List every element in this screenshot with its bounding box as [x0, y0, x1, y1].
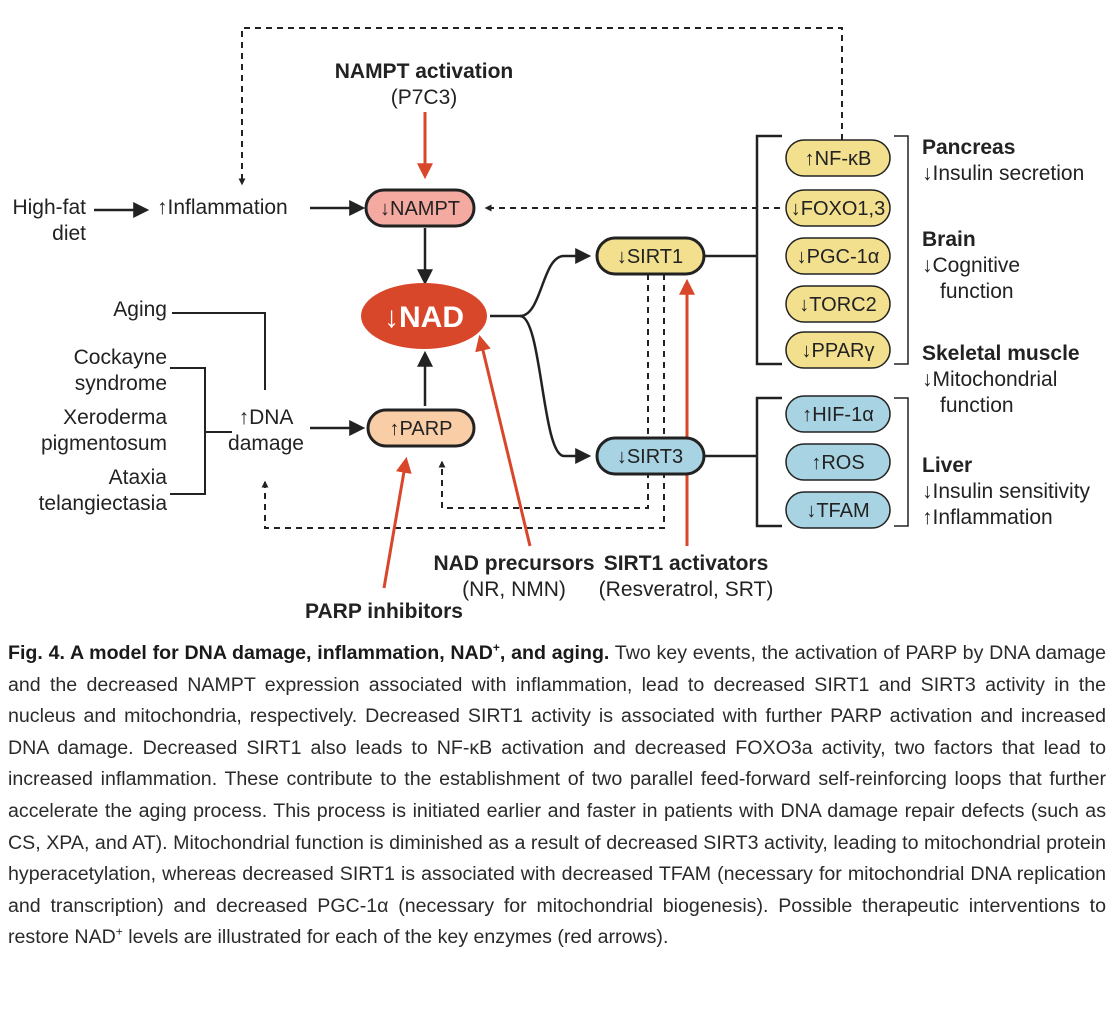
pancreas-brain-bracket [894, 135, 909, 365]
tissue-title: Skeletal muscle [922, 342, 1080, 365]
tissue-muscle: Skeletal muscle ↓Mitochondrial function [922, 342, 1080, 417]
sirt3-target-tfam: ↓TFAM [785, 491, 891, 529]
sirt3-target-hif1a: ↑HIF-1α [785, 395, 891, 433]
intervention-arrows [382, 112, 695, 589]
nad-to-sirt1-arrow [490, 248, 592, 318]
diagram: High-fat diet ↑Inflammation Aging Cockay… [12, 27, 1091, 623]
caption-title-text: Fig. 4. A model for DNA damage, inflamma… [8, 642, 493, 664]
nad-precursors-label: NAD precursors (NR, NMN) [433, 552, 594, 601]
sirt1-target-pgc1a: ↓PGC-1α [785, 237, 891, 275]
sirt1-to-parp-dashed [438, 274, 649, 509]
nfkb-to-inflammation-dashed [238, 27, 843, 186]
high-fat-diet-line-1: High-fat [12, 196, 86, 219]
tissue-effect: ↓Insulin secretion [922, 162, 1084, 185]
nad-precursors-detail: (NR, NMN) [462, 578, 566, 601]
tissue-brain: Brain ↓Cognitive function [922, 228, 1020, 303]
caption-title-end: , and aging. [499, 642, 610, 664]
nad-to-sirt3-arrow [519, 314, 592, 464]
sirt3-target-label: ↑HIF-1α [802, 404, 874, 426]
dna-damage-line-2: damage [228, 432, 304, 455]
connectors [94, 27, 909, 529]
sirt1-target-label: ↓TORC2 [799, 294, 876, 316]
nad-label: ↓NAD [384, 301, 464, 334]
conditions-bracket [170, 367, 232, 495]
tissue-pancreas: Pancreas ↓Insulin secretion [922, 136, 1084, 185]
nampt-node: ↓NAMPT [364, 188, 476, 228]
caption-title: Fig. 4. A model for DNA damage, inflamma… [8, 640, 610, 664]
aging-label: Aging [113, 298, 167, 321]
nad-node: ↓NAD [361, 283, 487, 349]
nampt-activation-title: NAMPT activation [335, 60, 514, 83]
sirt1-target-ppar: ↓PPARγ [785, 331, 891, 369]
nad-precursors-title: NAD precursors [433, 552, 594, 575]
sirt1-activators-title: SIRT1 activators [604, 552, 769, 575]
condition-cockayne-line-2: syndrome [75, 372, 167, 395]
sirt1-target-label: ↓FOXO1,3 [791, 198, 885, 220]
tissue-liver: Liver ↓Insulin sensitivity ↑Inflammation [922, 454, 1091, 529]
sirt1-target-foxo: ↓FOXO1,3 [785, 189, 891, 227]
sirt3-target-label: ↓TFAM [806, 500, 869, 522]
condition-ataxia: Ataxia telangiectasia [39, 466, 168, 515]
tissue-effect: function [940, 394, 1014, 417]
figure-caption: Fig. 4. A model for DNA damage, inflamma… [8, 638, 1106, 954]
condition-ataxia-line-1: Ataxia [109, 466, 168, 489]
nad-precursors-arrow [475, 334, 532, 547]
condition-xeroderma-line-2: pigmentosum [41, 432, 167, 455]
sirt1-activators-label: SIRT1 activators (Resveratrol, SRT) [599, 552, 774, 601]
tissue-title: Liver [922, 454, 972, 477]
caption-body-superscript: + [115, 924, 123, 939]
tissue-effect: ↓Cognitive [922, 254, 1020, 277]
tissue-effect: function [940, 280, 1014, 303]
sirt1-target-nfkb: ↑NF-κB [785, 139, 891, 177]
tissue-effect: ↓Insulin sensitivity [922, 480, 1091, 503]
parp-node: ↑PARP [366, 408, 476, 448]
parp-inhibitors-label: PARP inhibitors [305, 600, 463, 623]
sirt3-target-label: ↑ROS [811, 452, 864, 474]
sirt3-node: ↓SIRT3 [595, 436, 706, 476]
sirt1-label: ↓SIRT1 [617, 246, 683, 268]
condition-cockayne: Cockayne syndrome [74, 346, 167, 395]
nampt-activation-detail: (P7C3) [391, 86, 458, 109]
aging-line [172, 312, 266, 390]
sirt1-target-label: ↑NF-κB [805, 148, 872, 170]
dna-damage-label: ↑DNA damage [228, 406, 304, 455]
dna-damage-line-1: ↑DNA [239, 406, 294, 429]
nampt-label: ↓NAMPT [380, 198, 460, 220]
high-fat-diet-label: High-fat diet [12, 196, 86, 245]
tissue-effect: ↓Mitochondrial [922, 368, 1057, 391]
condition-xeroderma: Xeroderma pigmentosum [41, 406, 167, 455]
sirt1-target-label: ↓PGC-1α [797, 246, 880, 268]
sirt3-target-ros: ↑ROS [785, 443, 891, 481]
caption-title-superscript: + [492, 640, 500, 655]
sirt1-activators-detail: (Resveratrol, SRT) [599, 578, 774, 601]
sirt1-to-dna-damage-dashed [261, 274, 665, 529]
tissue-effect: ↑Inflammation [922, 506, 1053, 529]
caption-body-end: levels are illustrated for each of the k… [122, 926, 669, 949]
inflammation-label: ↑Inflammation [157, 196, 288, 219]
high-fat-diet-line-2: diet [52, 222, 86, 245]
sirt3-targets-bracket [755, 396, 782, 528]
condition-cockayne-line-1: Cockayne [74, 346, 167, 369]
sirt1-targets-bracket [755, 134, 782, 366]
sirt3-label: ↓SIRT3 [617, 446, 683, 468]
parp-label: ↑PARP [390, 418, 453, 440]
sirt1-node: ↓SIRT1 [595, 236, 706, 276]
parp-inhibitors-arrow [382, 456, 412, 589]
tissue-title: Pancreas [922, 136, 1015, 159]
liver-bracket [894, 397, 909, 527]
sirt1-target-label: ↓PPARγ [802, 340, 875, 362]
sirt1-target-torc2: ↓TORC2 [785, 285, 891, 323]
condition-xeroderma-line-1: Xeroderma [63, 406, 167, 429]
condition-ataxia-line-2: telangiectasia [39, 492, 168, 515]
tissue-title: Brain [922, 228, 976, 251]
caption-body: Two key events, the activation of PARP b… [8, 642, 1106, 949]
